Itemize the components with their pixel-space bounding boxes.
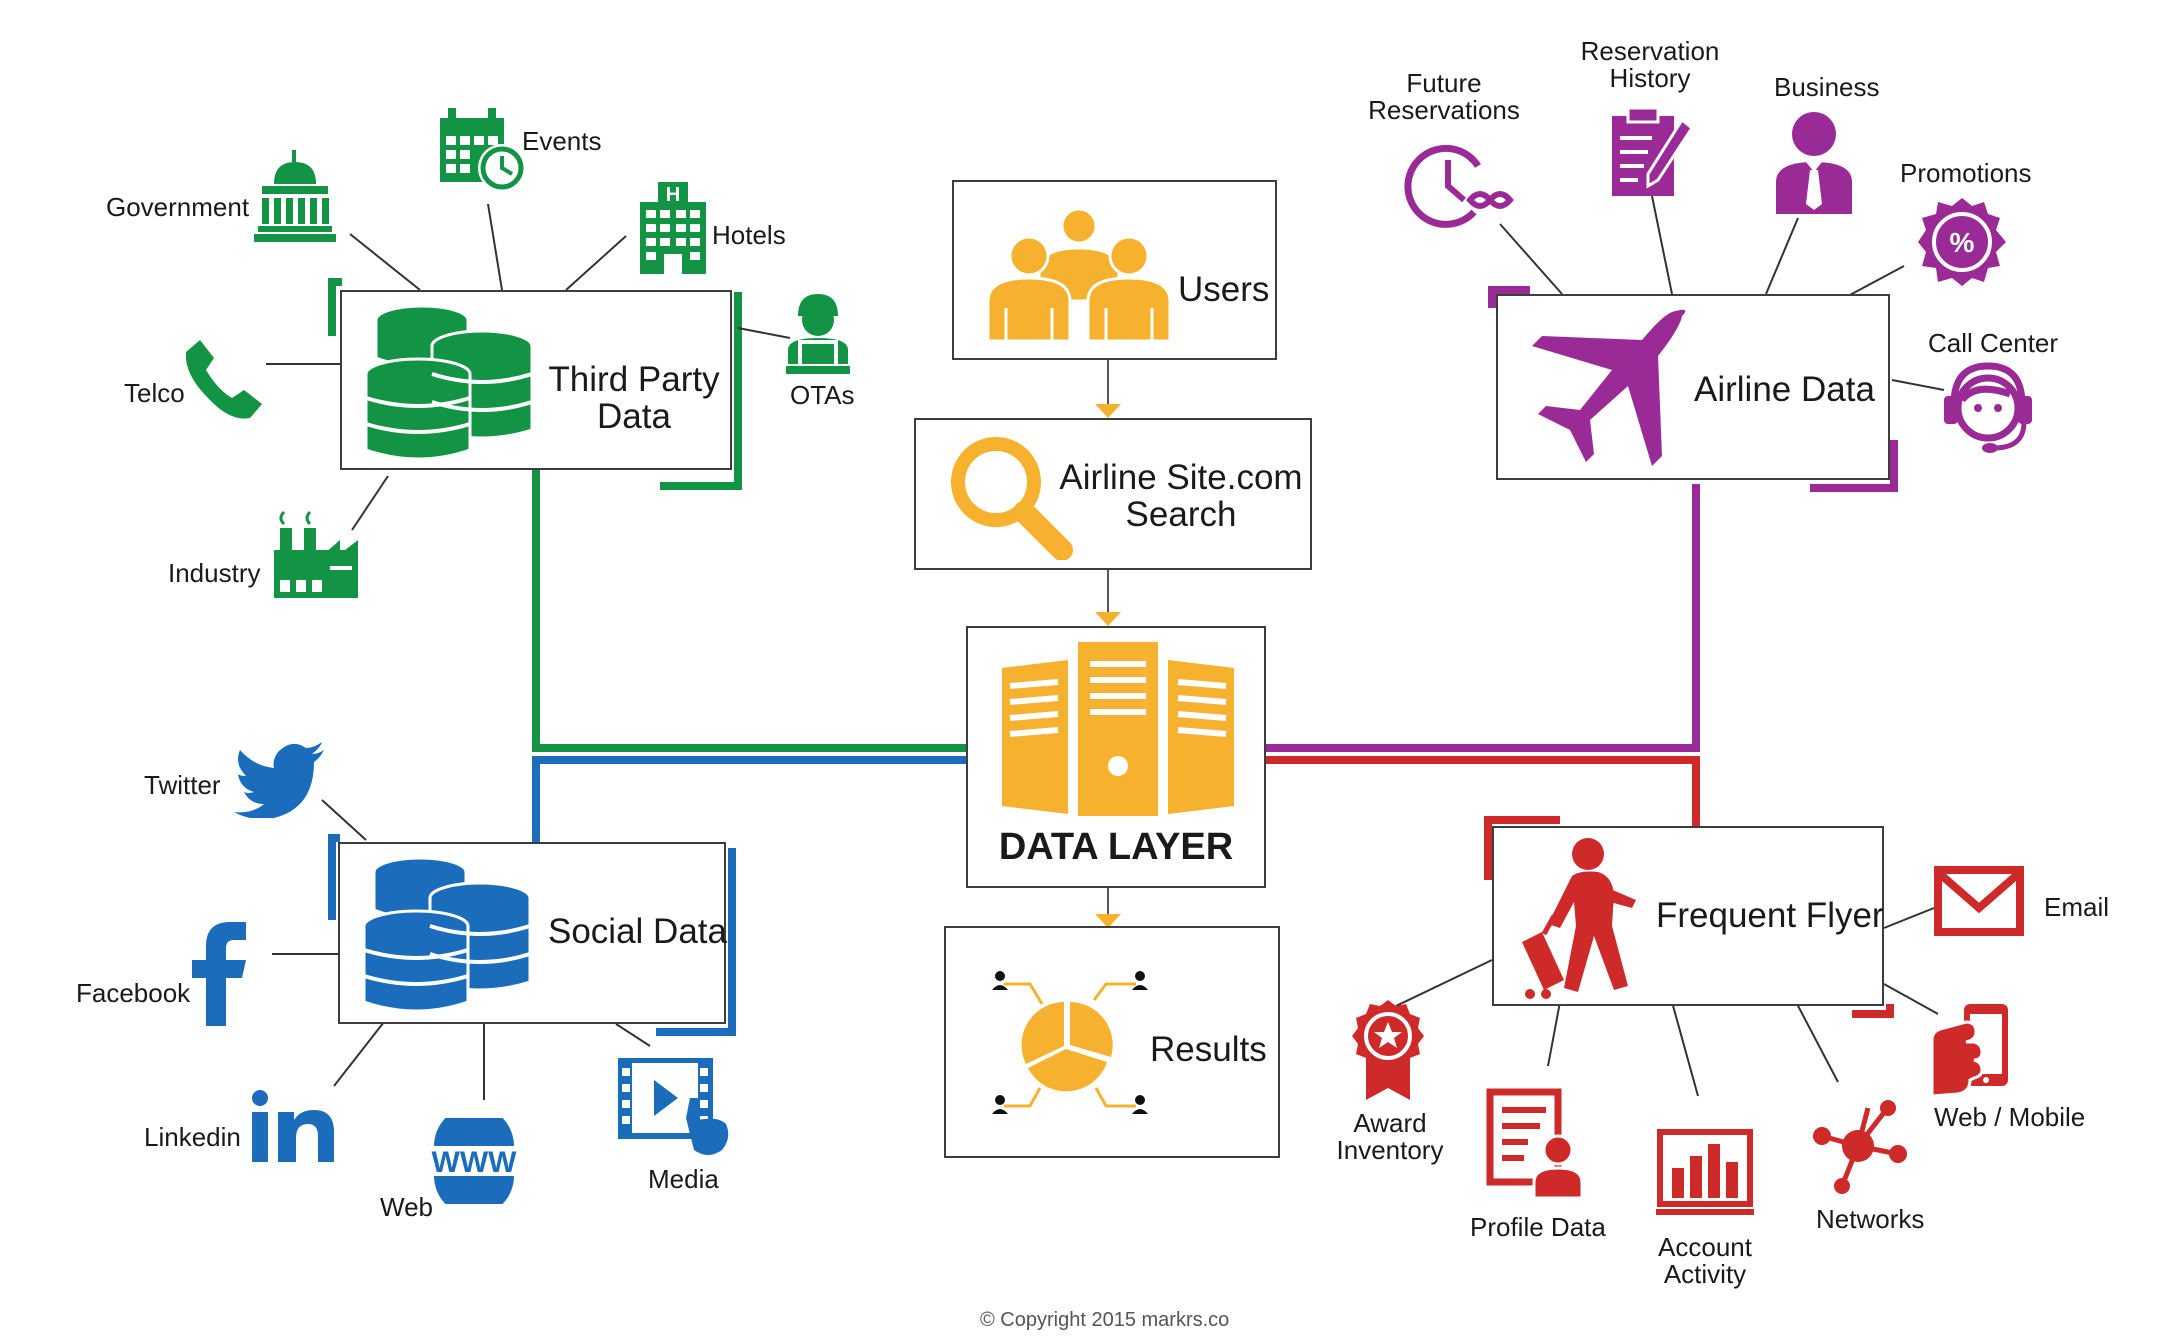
- account-label-line2: Activity: [1663, 1259, 1747, 1290]
- headset-agent-icon: [1944, 362, 2032, 453]
- account-label: Account Activity: [1630, 1232, 1780, 1290]
- hand-phone-icon: [1930, 1004, 2008, 1098]
- government-label: Government: [106, 192, 250, 222]
- svg-text:H: H: [666, 184, 680, 206]
- profile-label: Profile Data: [1470, 1212, 1606, 1242]
- capitol-icon: [254, 150, 336, 242]
- data-layer-label: DATA LAYER: [998, 826, 1234, 868]
- history-label: Reservation History: [1570, 36, 1730, 94]
- future-label: Future Reservations: [1364, 68, 1524, 126]
- businessman-icon: [1776, 112, 1852, 214]
- web-label: Web: [380, 1192, 433, 1222]
- telco-label: Telco: [124, 378, 185, 408]
- otas-label: OTAs: [790, 380, 855, 410]
- clock-infinity-icon: [1404, 144, 1514, 228]
- clipboard-pen-icon: [1612, 106, 1694, 196]
- social-label: Social Data: [548, 912, 727, 951]
- history-label-line2: History: [1609, 63, 1691, 94]
- twitter-label: Twitter: [144, 770, 221, 800]
- flyer-box: Frequent Flyer: [1492, 826, 1884, 1006]
- award-label: Award Inventory: [1320, 1108, 1460, 1166]
- media-label: Media: [648, 1164, 719, 1194]
- network-nodes-icon: [1813, 1100, 1907, 1194]
- airline-label: Airline Data: [1694, 370, 1875, 409]
- profile-document-icon: [1486, 1088, 1584, 1198]
- search-label-line1: Airline Site.com: [1059, 458, 1303, 497]
- future-label-line1: Future: [1406, 68, 1482, 98]
- agent-laptop-icon: [786, 294, 850, 374]
- facebook-label: Facebook: [76, 978, 191, 1008]
- red-bus-line: [1266, 756, 1700, 826]
- third-party-box: Third Party Data: [340, 290, 732, 470]
- server-icon: [1002, 642, 1234, 816]
- linkedin-label: Linkedin: [144, 1122, 241, 1152]
- flyer-shadow: [1484, 816, 1894, 1018]
- mobile-label: Web / Mobile: [1934, 1102, 2086, 1132]
- history-label-line1: Reservation: [1580, 36, 1720, 66]
- green-bus-line: [532, 470, 968, 752]
- svg-text:WWW: WWW: [432, 1146, 518, 1179]
- award-label-line2: Inventory: [1336, 1135, 1444, 1166]
- results-label: Results: [1150, 1030, 1267, 1069]
- hotel-icon: H: [640, 182, 706, 274]
- users-box: Users: [952, 180, 1277, 360]
- flyer-label: Frequent Flyer: [1656, 896, 1884, 935]
- account-label-line1: Account: [1658, 1232, 1752, 1262]
- users-group-icon: [986, 207, 1172, 343]
- database-icon: [362, 856, 532, 1013]
- pie-network-icon: [992, 971, 1148, 1114]
- third-party-label-line2: Data: [597, 396, 671, 436]
- award-label-line1: Award: [1353, 1108, 1427, 1138]
- copyright-text: © Copyright 2015 markrs.co: [980, 1309, 1230, 1331]
- social-shadow: [328, 834, 736, 1036]
- results-box: Results: [944, 926, 1280, 1158]
- purple-bus-line: [1266, 484, 1700, 752]
- airline-shadow: [1488, 286, 1898, 492]
- linkedin-in-icon: [252, 1090, 334, 1162]
- database-icon: [364, 304, 534, 461]
- industry-label: Industry: [168, 558, 261, 588]
- facebook-f-icon: [192, 922, 246, 1026]
- video-touch-icon: [618, 1058, 729, 1155]
- third-party-label: Third Party Data: [544, 360, 724, 436]
- email-label: Email: [2044, 892, 2110, 922]
- airline-box: Airline Data: [1496, 294, 1890, 480]
- promotions-label: Promotions: [1900, 158, 2032, 188]
- third-party-shadow: [328, 278, 742, 490]
- data-layer-box: DATA LAYER: [966, 626, 1266, 888]
- search-label: Airline Site.com Search: [1056, 458, 1306, 534]
- magnifier-icon: [951, 437, 1073, 560]
- blue-bus-line: [532, 756, 968, 842]
- third-party-label-line1: Third Party: [548, 360, 720, 399]
- callcenter-label: Call Center: [1928, 328, 2059, 358]
- percent-badge-icon: %: [1918, 198, 2006, 286]
- airplane-icon: [1532, 309, 1686, 466]
- networks-label: Networks: [1816, 1204, 1925, 1234]
- arrow-users-search: [1095, 404, 1121, 418]
- events-label: Events: [522, 126, 602, 156]
- social-box: Social Data: [338, 842, 727, 1024]
- arrow-layer-results: [1095, 914, 1121, 928]
- calendar-clock-icon: [440, 108, 526, 192]
- bird-icon: [234, 742, 324, 818]
- future-label-line2: Reservations: [1368, 95, 1520, 126]
- bar-chart-icon: [1656, 1129, 1754, 1215]
- www-globe-icon: WWW: [432, 1118, 518, 1204]
- svg-text:%: %: [1950, 227, 1975, 258]
- arrow-search-layer: [1095, 612, 1121, 626]
- search-label-line2: Search: [1125, 494, 1237, 534]
- hotels-label: Hotels: [712, 220, 786, 250]
- users-label: Users: [1178, 270, 1270, 309]
- envelope-icon: [1934, 866, 2024, 936]
- factory-icon: [274, 510, 358, 598]
- award-ribbon-icon: [1352, 1000, 1424, 1100]
- traveler-luggage-icon: [1522, 838, 1636, 999]
- search-box: Airline Site.com Search: [914, 418, 1312, 570]
- phone-icon: [185, 340, 262, 419]
- business-label: Business: [1774, 72, 1880, 102]
